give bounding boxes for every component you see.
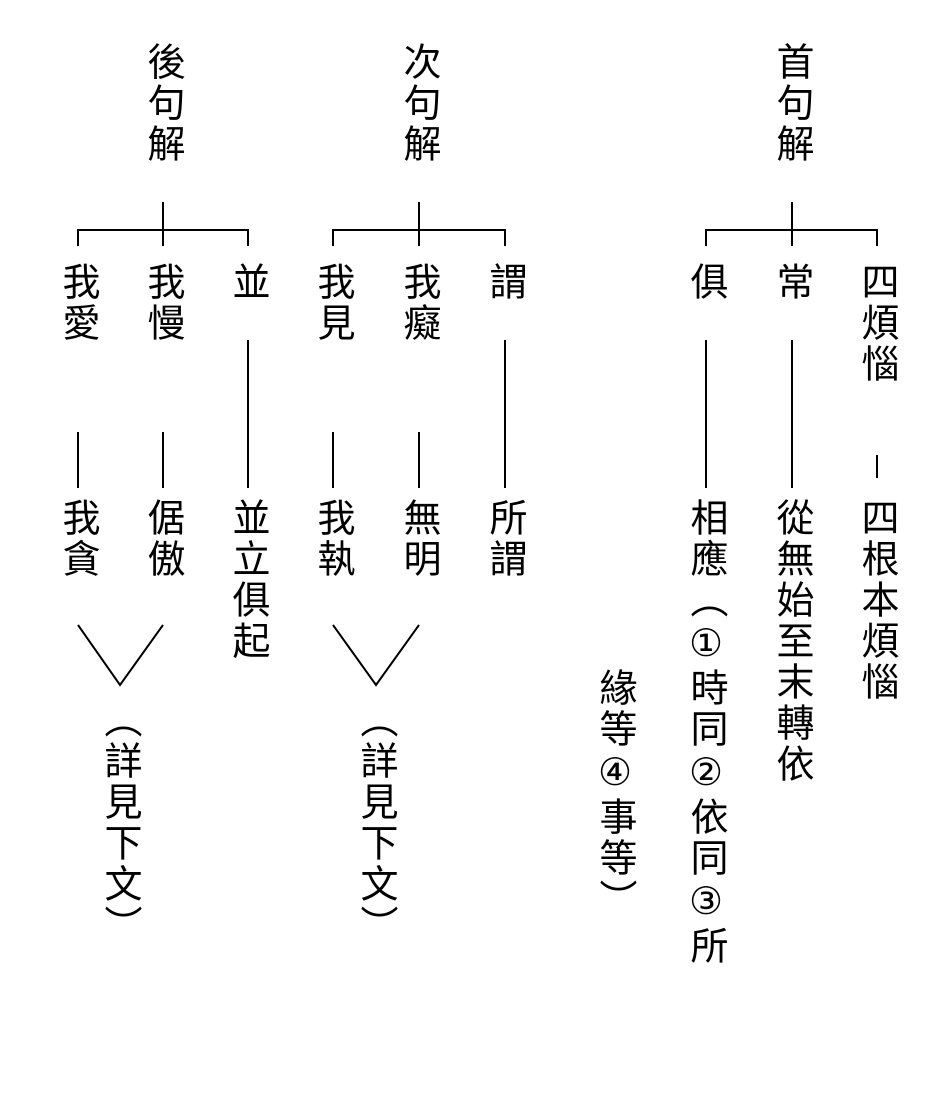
second-branch-3-top: 我見 bbox=[311, 262, 355, 344]
third-branch-3-top: 我愛 bbox=[56, 262, 100, 344]
third-branch-1-top: 並 bbox=[226, 262, 270, 303]
third-group-note: （詳見下文） bbox=[98, 700, 142, 946]
third-group-connectors bbox=[77, 340, 249, 687]
second-branch-1-bottom: 所謂 bbox=[483, 498, 527, 580]
second-group-connectors bbox=[332, 340, 506, 687]
third-group-title: 後句解 bbox=[141, 42, 185, 165]
first-branch-1-bottom: 四根本煩惱 bbox=[855, 498, 899, 703]
first-group-title: 首句解 bbox=[770, 42, 814, 165]
first-branch-1-top: 四煩惱 bbox=[855, 262, 899, 385]
third-branch-2-bottom: 倨傲 bbox=[141, 498, 185, 580]
second-group-title: 次句解 bbox=[397, 42, 441, 165]
second-branch-3-bottom: 我執 bbox=[311, 498, 355, 580]
first-branch-2-top: 常 bbox=[770, 262, 814, 303]
first-group-connectors bbox=[705, 340, 878, 488]
second-branch-2-top: 我癡 bbox=[397, 262, 441, 344]
third-branch-1-bottom: 並立俱起 bbox=[226, 498, 270, 662]
first-branch-3-continuation: 緣等④事等） bbox=[593, 668, 637, 920]
first-group-bracket bbox=[705, 202, 878, 246]
first-branch-2-bottom: 從無始至末轉依 bbox=[770, 498, 814, 785]
third-branch-3-bottom: 我貪 bbox=[56, 498, 100, 580]
third-group-bracket bbox=[77, 202, 249, 246]
first-branch-3-bottom: 相應（①時同②依同③所 bbox=[684, 498, 728, 967]
second-group-bracket bbox=[332, 202, 506, 246]
second-branch-1-top: 謂 bbox=[483, 262, 527, 303]
second-group-note: （詳見下文） bbox=[354, 700, 398, 946]
third-branch-2-top: 我慢 bbox=[141, 262, 185, 344]
second-branch-2-bottom: 無明 bbox=[397, 498, 441, 580]
first-branch-3-top: 俱 bbox=[684, 262, 728, 303]
